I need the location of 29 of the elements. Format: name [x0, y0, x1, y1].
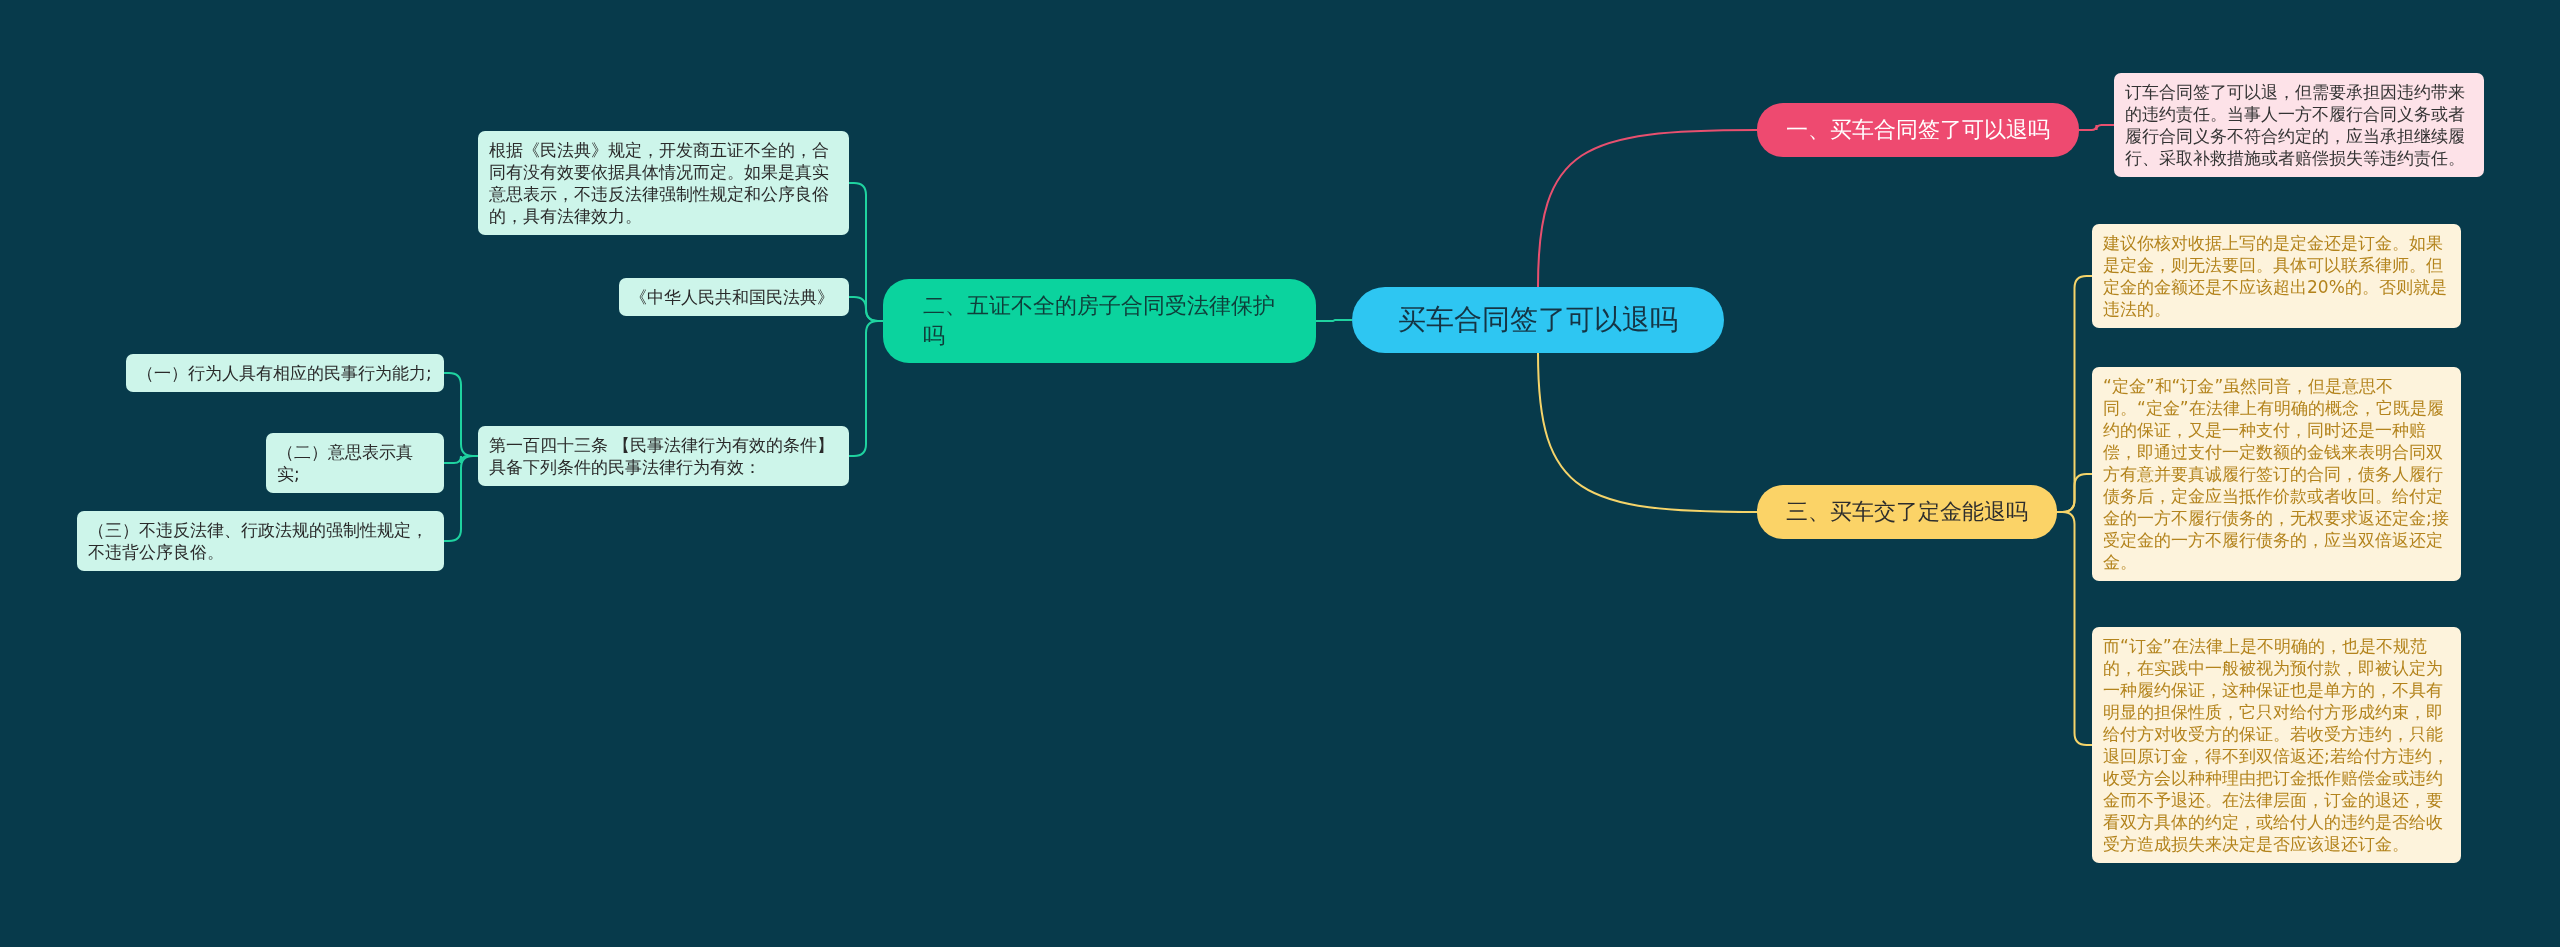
note-card	[77, 511, 444, 571]
topic-text: 二、五证不全的房子合同受法律保护吗	[923, 292, 1276, 350]
connector-line	[1537, 129, 1758, 288]
topic-text: 订车合同签了可以退，但需要承担因违约带来的违约责任。当事人一方不履行合同义务或者履行合同义务不符合约定的，应当承担继续履行、采取补救措施或者赔偿损失等违约责任。	[2125, 81, 2466, 169]
branch-topic	[1757, 103, 2079, 157]
topic-text: 第一百四十三条 【民事法律行为有效的条件】具备下列条件的民事法律行为有效：	[489, 434, 836, 478]
topic-text: （二）意思表示真实;	[277, 441, 414, 485]
topic-text: 根据《民法典》规定，开发商五证不全的，合同有没有效要依据具体情况而定。如果是真实意思表示，不违反法律强制性规定和公序良俗的，具有法律效力。	[489, 139, 830, 227]
note-card	[126, 354, 444, 392]
topic-text: （一）行为人具有相应的民事行为能力;	[137, 362, 433, 384]
topic-text: 建议你核对收据上写的是定金还是订金。如果是定金，则无法要回。具体可以联系律师。但定金的金额还是不应该超出20%的。否则就是违法的。	[2103, 232, 2448, 320]
connector-line	[1537, 352, 1758, 513]
branch-topic	[1757, 485, 2057, 539]
note-card	[266, 433, 444, 493]
branch-topic	[883, 279, 1316, 363]
topic-text: 而“订金”在法律上是不明确的，也是不规范的，在实践中一般被视为预付款，即被认定为一种履约保证，这种保证也是单方的，不具有明显的担保性质，它只对给付方形成约束，即给付方对收受方的保证。若收受方违约，只能退回原订金，得不到双倍返还;若给付方违约，收受方会以种种理由把订金抵作赔偿金或违约金而不予退还。在法律层面，订金的退还，要看双方具体的约定，或给付人的违约是否给收受方造成损失来决定是否应该退还订金。	[2103, 635, 2450, 855]
note-card	[478, 426, 849, 486]
topic-text: 一、买车合同签了可以退吗	[1785, 116, 2051, 144]
topic-text: 《中华人民共和国民法典》	[630, 286, 835, 308]
note-card	[2114, 73, 2484, 177]
topic-text: “定金”和“订金”虽然同音，但是意思不同。“定金”在法律上有明确的概念，它既是履约的保证，又是一种支付，同时还是一种赔偿，即通过支付一定数额的金钱来表明合同双方有意并要真诚履行签订的合同，债务人履行债务后，定金应当抵作价款或者收回。给付定金的一方不履行债务的，无权要求返还定金;接受定金的一方不履行债务的，应当双倍返还定金。	[2103, 375, 2450, 573]
connector-line	[2078, 124, 2115, 131]
topic-text: 买车合同签了可以退吗	[1397, 302, 1679, 338]
note-card	[2092, 224, 2461, 328]
note-card	[478, 131, 849, 235]
connector-line	[1315, 319, 1353, 322]
topic-text: （三）不违反法律、行政法规的强制性规定，不违背公序良俗。	[88, 519, 429, 563]
topic-text: 三、买车交了定金能退吗	[1785, 498, 2029, 526]
note-card	[619, 278, 849, 316]
